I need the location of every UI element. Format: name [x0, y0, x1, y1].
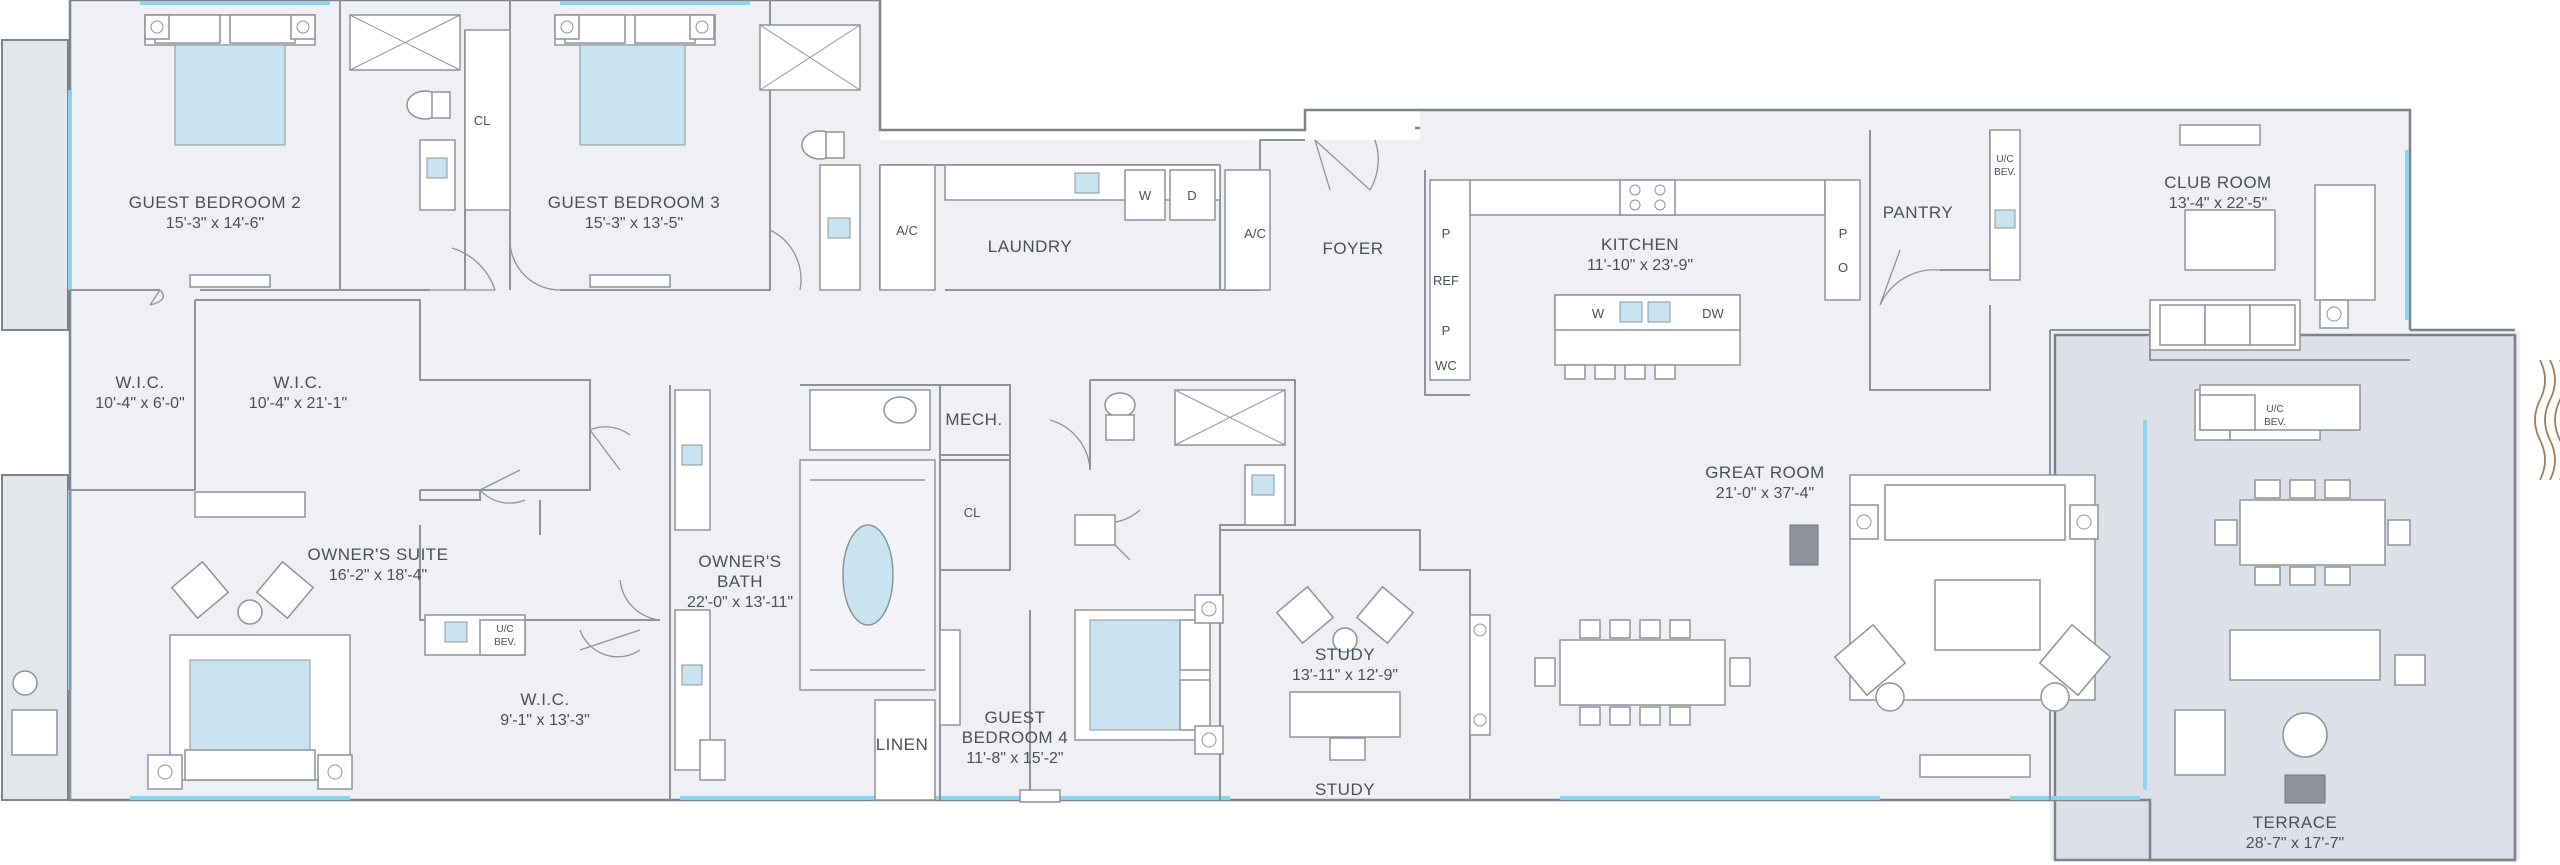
terrace-furniture: [2174, 384, 2426, 804]
foyer-label: FOYER: [1322, 239, 1383, 258]
bev-label-1: BEV.: [1994, 167, 2016, 178]
wic-owner-label: W.I.C.: [520, 690, 569, 709]
great-room-furniture: [1534, 474, 2112, 778]
ac-label-1: A/C: [896, 223, 918, 238]
study-label-2: STUDY: [1315, 780, 1375, 799]
club-room-dims: 13'-4" x 22'-5": [2169, 195, 2267, 212]
owners-bath-label-2: BATH: [717, 572, 763, 591]
wic-large-label: W.I.C.: [273, 373, 322, 392]
mech-label: MECH.: [945, 410, 1002, 429]
pantry-cabinet-o: O: [1838, 260, 1848, 275]
kitchen-furniture: [1429, 129, 2021, 381]
ac-label-2: A/C: [1244, 226, 1266, 241]
owners-suite-label: OWNER'S SUITE: [307, 545, 448, 564]
wic-small-label: W.I.C.: [115, 373, 164, 392]
left-balcony-upper: [1, 39, 69, 331]
laundry-label: LAUNDRY: [988, 237, 1072, 256]
built-ins: [349, 14, 1271, 291]
owners-bath-fixtures: [674, 389, 936, 801]
dw-label: DW: [1702, 306, 1724, 321]
bedroom4-bath-fixtures: [1074, 389, 1286, 546]
pantry-cabinet-p-1: P: [1442, 226, 1451, 241]
guest-bedroom-4-bed: [939, 594, 1224, 803]
pantry-cabinet-p-2: P: [1442, 323, 1451, 338]
owners-suite-bed: [11, 491, 353, 790]
ref-label: REF: [1433, 273, 1459, 288]
room-labels: GUEST BEDROOM 2 15'-3" x 14'-6" GUEST BE…: [95, 113, 2344, 852]
bev-label-2: BEV.: [2264, 417, 2286, 428]
closet-label-2: CL: [964, 505, 981, 520]
terrace-dims: 28'-7" x 17'-7": [2246, 835, 2344, 852]
owners-suite-dims: 16'-2" x 18'-4": [329, 567, 427, 584]
club-room-label: CLUB ROOM: [2164, 173, 2271, 192]
kitchen-dims: 11'-10" x 23'-9": [1587, 257, 1693, 274]
uc-label-2: U/C: [2266, 404, 2283, 415]
guest-bedroom-3-bed: [554, 14, 716, 288]
pantry-cabinet-p-3: P: [1839, 226, 1848, 241]
water-wave-marks: [2534, 359, 2560, 481]
kitchen-label: KITCHEN: [1601, 235, 1679, 254]
study-dims: 13'-11" x 12'-9": [1292, 667, 1398, 684]
guest-bedroom-3-label: GUEST BEDROOM 3: [548, 193, 721, 212]
owners-bath-dims: 22'-0" x 13'-11": [687, 594, 793, 611]
closet-label-1: CL: [474, 113, 491, 128]
linen-label: LINEN: [876, 735, 929, 754]
wic-owner-dims: 9'-1" x 13'-3": [500, 712, 590, 729]
guest-bedroom-4-dims: 11'-8" x 15'-2": [966, 750, 1063, 767]
study-furniture: [1275, 585, 1491, 761]
dryer-label: D: [1187, 188, 1196, 203]
guest-bedroom-2-dims: 15'-3" x 14'-6": [166, 215, 264, 232]
terrace-label: TERRACE: [2253, 813, 2338, 832]
uc-label-1: U/C: [1996, 154, 2013, 165]
owner-wic-cabinet: [424, 614, 526, 656]
uc-label-3: U/C: [496, 624, 513, 635]
wc-label: WC: [1435, 358, 1457, 373]
owners-bath-label-1: OWNER'S: [698, 552, 781, 571]
doors: [149, 139, 1941, 658]
guest-bedroom-2-label: GUEST BEDROOM 2: [129, 193, 302, 212]
guest-bedroom-4-label-1: GUEST: [984, 708, 1045, 727]
wic-small-dims: 10'-4" x 6'-0": [95, 395, 185, 412]
island-w-label: W: [1592, 306, 1605, 321]
washer-label: W: [1139, 188, 1152, 203]
guest-bedroom-4-label-2: BEDROOM 4: [962, 728, 1069, 747]
guest-bedroom-2-bed: [144, 14, 316, 288]
pantry-label: PANTRY: [1883, 203, 1953, 222]
study-label: STUDY: [1315, 645, 1375, 664]
bev-label-3: BEV.: [494, 637, 516, 648]
guest-bedroom-3-dims: 15'-3" x 13'-5": [585, 215, 683, 232]
wic-large-dims: 10'-4" x 21'-1": [249, 395, 347, 412]
great-room-label: GREAT ROOM: [1705, 463, 1825, 482]
great-room-dims: 21'-0" x 37'-4": [1716, 485, 1814, 502]
